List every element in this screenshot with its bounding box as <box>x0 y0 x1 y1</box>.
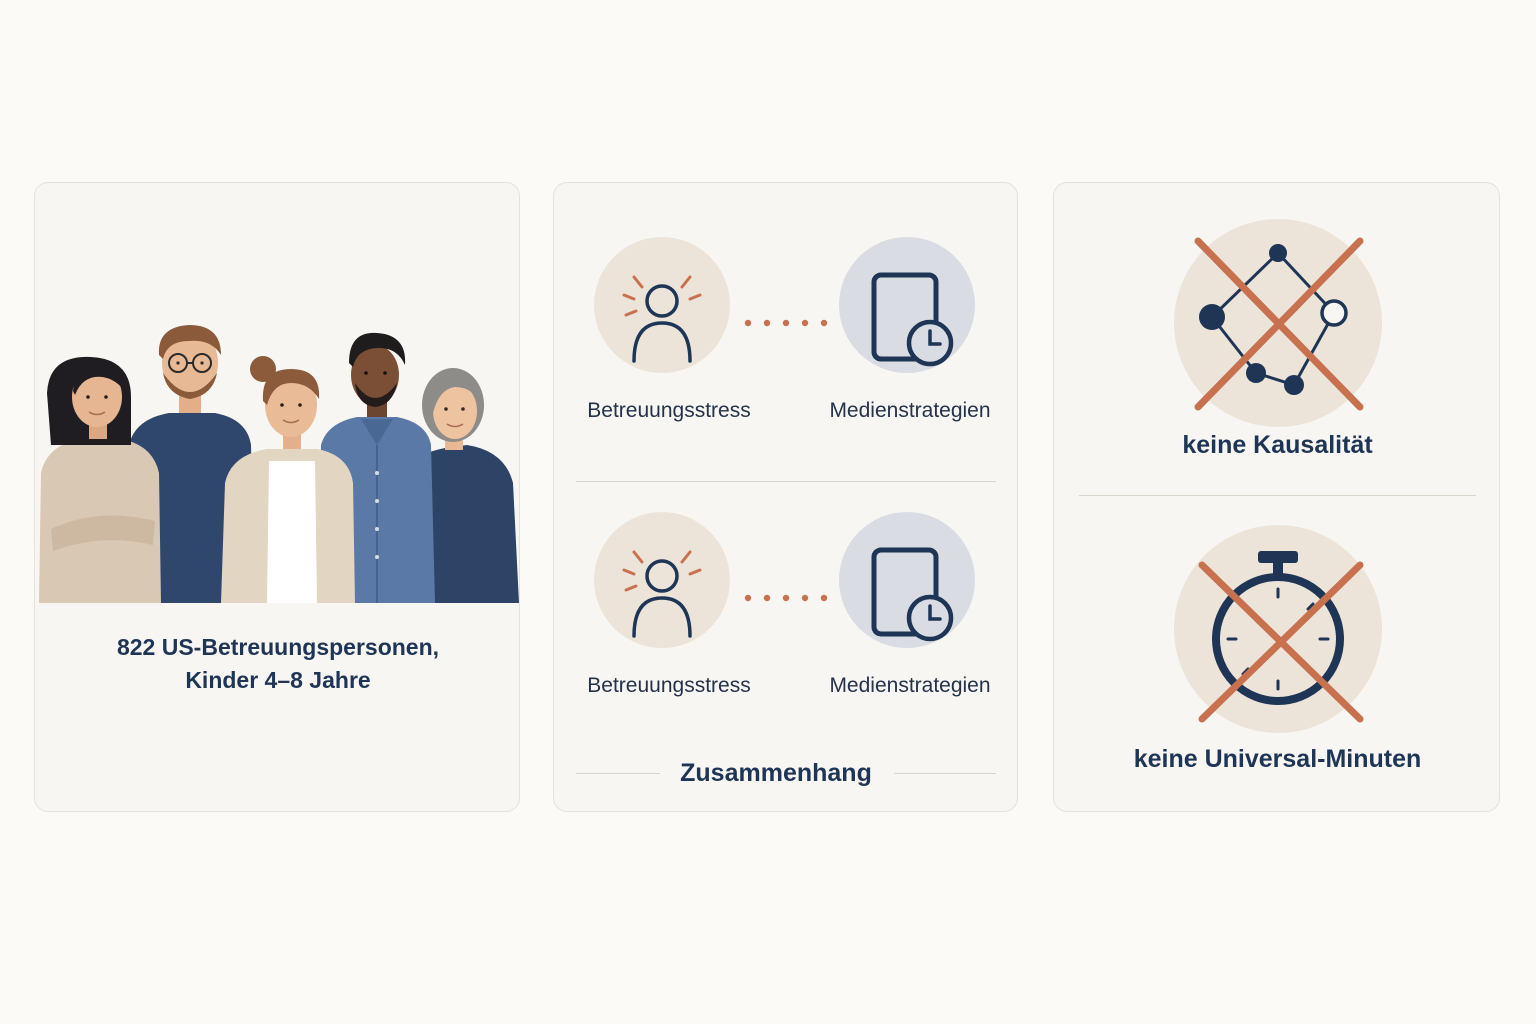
footer-divider-right <box>894 773 996 774</box>
tablet-clock-icon <box>839 237 975 373</box>
sample-caption-line1: 822 US-Betreuungspersonen, <box>116 634 440 660</box>
sample-caption: 822 US-Betreuungspersonen, Kinder 4–8 Ja… <box>35 631 519 697</box>
row-divider <box>576 481 996 482</box>
association-graphic <box>594 512 975 648</box>
media-label: Medienstrategien <box>829 399 991 422</box>
no-universal-minutes-label: keine Universal-Minuten <box>1133 745 1422 773</box>
person-woman-bun <box>221 356 355 603</box>
association-card: Betreuungsstress Medienstrategien <box>553 182 1018 812</box>
association-graphic <box>594 237 975 373</box>
tablet-clock-icon <box>839 512 975 648</box>
limitations-divider <box>1079 495 1476 496</box>
media-label: Medienstrategien <box>829 674 991 697</box>
person-woman-crossed-arms <box>39 356 161 603</box>
association-footer-label: Zusammenhang <box>680 759 872 787</box>
stopwatch-crossed-icon <box>1174 525 1382 733</box>
stressed-person-icon <box>594 512 730 648</box>
stress-label: Betreuungsstress <box>587 399 751 422</box>
people-group-illustration <box>39 325 519 603</box>
connection-dots <box>744 319 828 327</box>
no-causality-label: keine Kausalität <box>1182 431 1373 459</box>
network-graph-crossed-icon <box>1174 219 1382 427</box>
sample-card: 822 US-Betreuungspersonen, Kinder 4–8 Ja… <box>34 182 520 812</box>
association-row: Betreuungsstress Medienstrategien <box>554 223 1017 433</box>
footer-divider-left <box>576 773 660 774</box>
sample-caption-line2: Kinder 4–8 Jahre <box>185 667 371 693</box>
connection-dots <box>744 594 828 602</box>
limitations-card: keine Kausalität keine Universal-Minuten <box>1053 182 1500 812</box>
association-row: Betreuungsstress Medienstrategien <box>554 498 1017 708</box>
stressed-person-icon <box>594 237 730 373</box>
stress-label: Betreuungsstress <box>587 674 751 697</box>
